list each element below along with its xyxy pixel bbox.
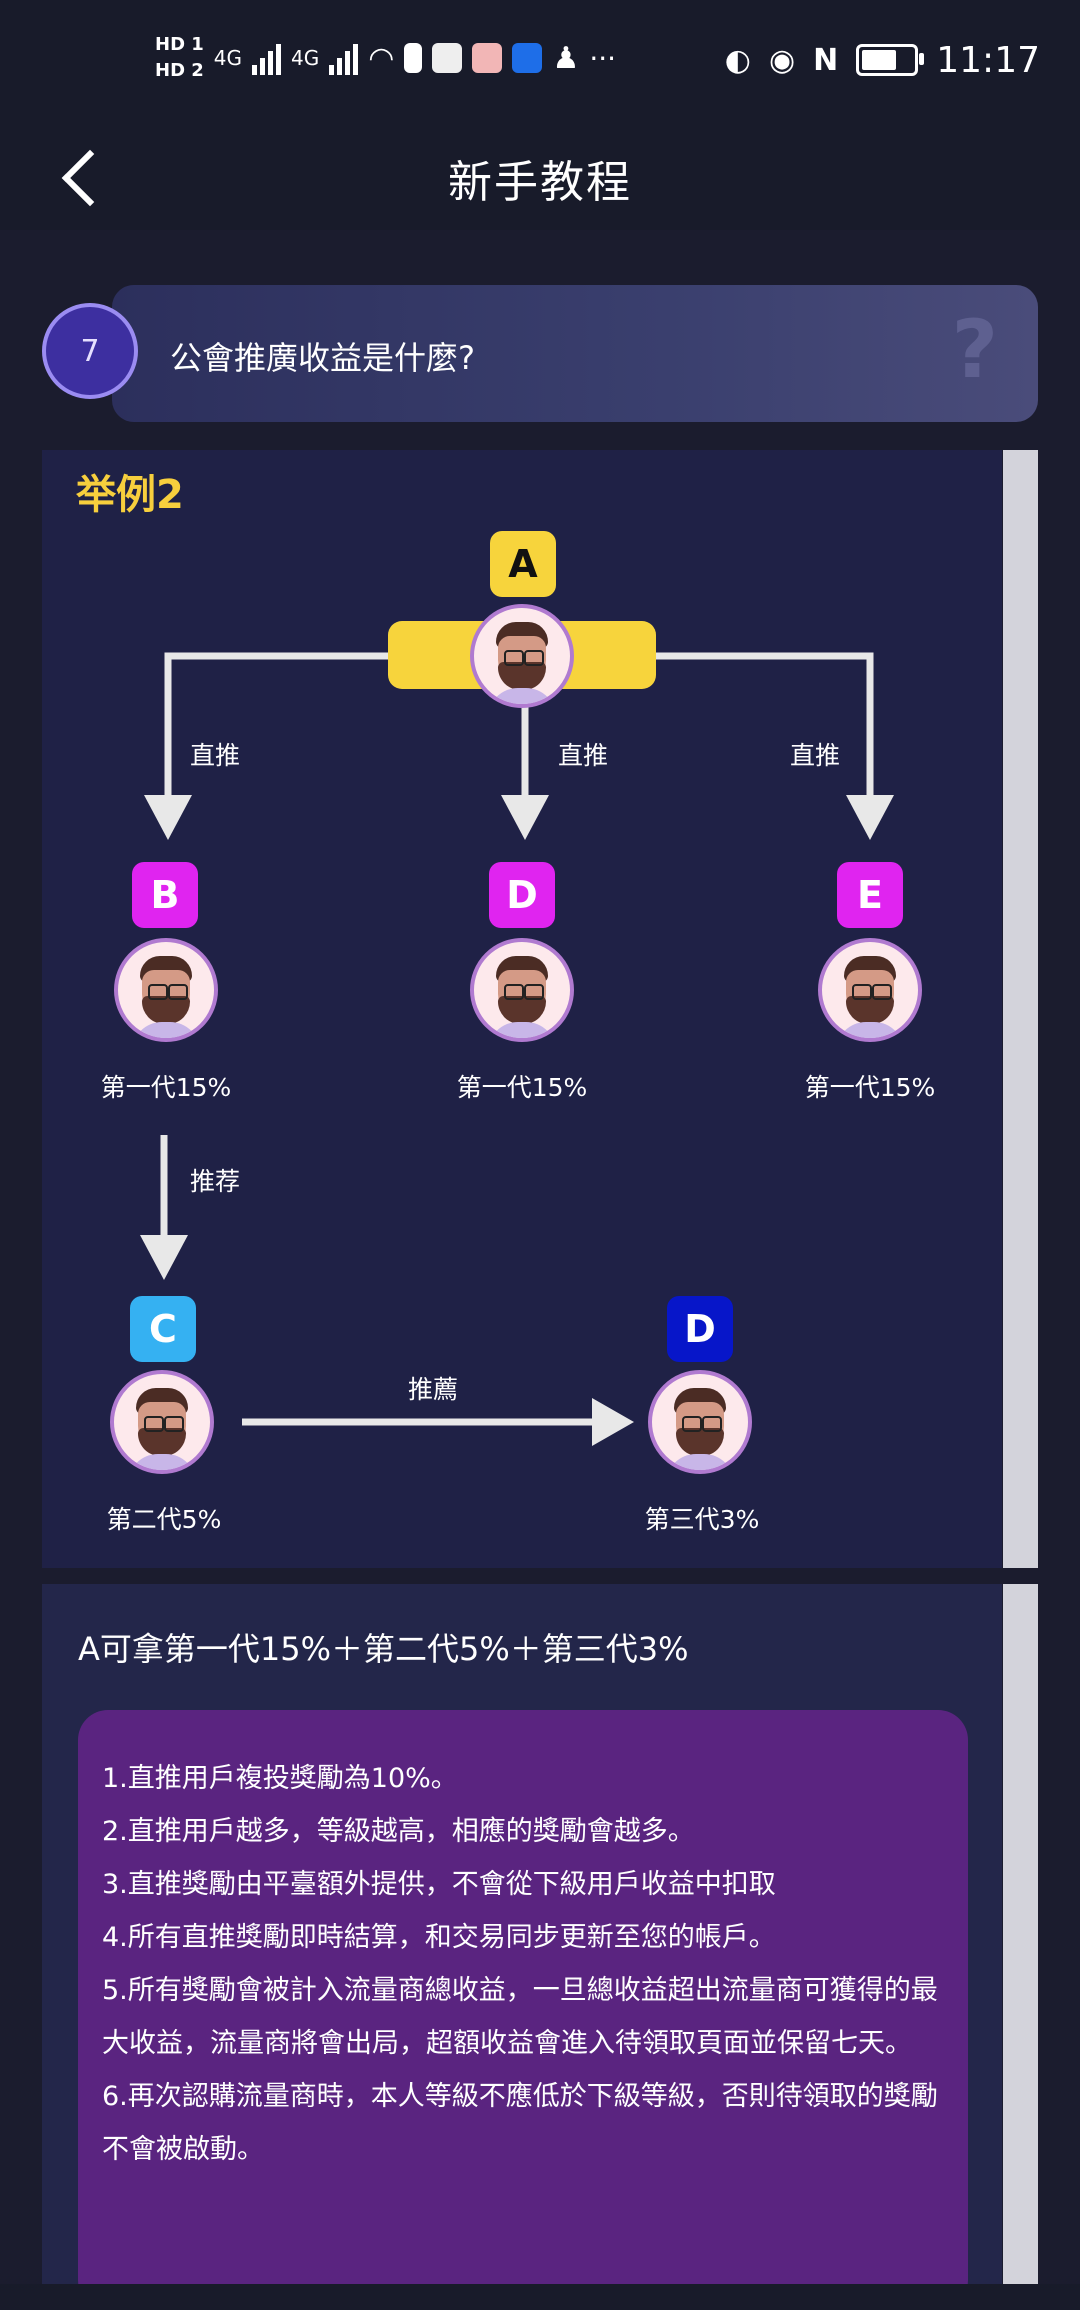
nfc-icon: N — [813, 42, 839, 78]
arrowhead-c — [140, 1235, 188, 1280]
rule-item: 6.再次認購流量商時，本人等級不應低於下級等級，否則待領取的獎勵不會被啟動。 — [102, 2081, 938, 2165]
info-panel: A可拿第一代15%＋第二代5%＋第三代3% 1.直推用戶複投獎勵為10%。 2.… — [42, 1584, 1002, 2310]
node-e-letter: E — [857, 873, 883, 917]
eye-comfort-icon: ◉ — [768, 42, 796, 78]
node-a-letter: A — [508, 542, 538, 586]
generation-label-d: 第一代15% — [456, 1073, 588, 1102]
sim-icon — [404, 43, 423, 73]
avatar — [470, 604, 574, 708]
avatar — [470, 938, 574, 1042]
rule-item: 4.所有直推獎勵即時結算，和交易同步更新至您的帳戶。 — [102, 1922, 776, 1953]
rule-item: 1.直推用戶複投獎勵為10%。 — [102, 1763, 458, 1794]
node-d2-badge: D — [667, 1296, 733, 1362]
question-card[interactable]: ? 7 公會推廣收益是什麼? — [42, 285, 1038, 422]
scrollbar[interactable] — [1003, 1584, 1038, 2284]
node-d-letter: D — [506, 873, 538, 917]
node-a-badge: A — [490, 531, 556, 597]
node-d-badge: D — [489, 862, 555, 928]
hd-indicator: HD 1 HD 2 — [155, 32, 204, 84]
page-title: 新手教程 — [448, 157, 632, 208]
edge-label-c-d2: 推薦 — [408, 1375, 459, 1404]
arrowhead-d — [501, 795, 549, 840]
app-notification-icon — [432, 43, 463, 73]
more-notifications-icon: ··· — [589, 41, 617, 75]
status-right-icons: ◐ ◉ N 11:17 — [725, 30, 1040, 90]
bottom-edge — [0, 2284, 1080, 2310]
generation-label-b: 第一代15% — [100, 1073, 232, 1102]
rule-item: 3.直推獎勵由平臺額外提供，不會從下級用戶收益中扣取 — [102, 1869, 776, 1900]
status-bar: HD 1 HD 2 4G 4G ◠ ♟ ··· ◐ ◉ N 11:17 — [0, 0, 1080, 120]
network-2-label: 4G — [291, 46, 320, 70]
avatar — [648, 1370, 752, 1474]
generation-label-d2: 第三代3% — [644, 1505, 760, 1534]
edge-a-b — [164, 652, 388, 800]
clock: 11:17 — [936, 39, 1040, 81]
example-title: 举例2 — [76, 472, 184, 518]
network-1-label: 4G — [213, 46, 243, 70]
node-d2-letter: D — [684, 1307, 716, 1351]
example-diagram: 举例2 A B D E C D 直推 直推 直推 推荐 推薦 第一代15% 第一… — [42, 450, 1002, 1568]
node-c-badge: C — [130, 1296, 196, 1362]
avatar — [818, 938, 922, 1042]
wifi-icon: ◠ — [368, 40, 395, 76]
edge-label-a-e: 直推 — [790, 741, 841, 770]
node-b-badge: B — [132, 862, 198, 928]
qq-icon: ♟ — [552, 40, 580, 76]
hd1-label: HD 1 — [155, 34, 204, 55]
edge-label-a-d: 直推 — [558, 741, 609, 770]
node-e-badge: E — [837, 862, 903, 928]
arrowhead-b — [144, 795, 192, 840]
node-b-letter: B — [150, 873, 180, 917]
question-mark-icon: ? — [951, 303, 998, 396]
edge-label-a-b: 直推 — [190, 741, 241, 770]
arrowhead-e — [846, 795, 894, 840]
data-saver-icon: ◐ — [724, 42, 751, 78]
generation-label-c: 第二代5% — [106, 1505, 222, 1534]
signal-1-icon — [252, 41, 282, 75]
question-number-badge: 7 — [42, 303, 138, 399]
edge-a-e — [656, 652, 874, 800]
lightbulb-icon — [512, 43, 543, 73]
node-c-letter: C — [149, 1307, 177, 1351]
nav-bar: 新手教程 — [0, 120, 1080, 230]
avatar — [114, 938, 218, 1042]
generation-label-e: 第一代15% — [804, 1073, 936, 1102]
battery-icon — [856, 44, 925, 76]
question-text: 公會推廣收益是什麼? — [170, 339, 475, 377]
arrowhead-d2 — [592, 1398, 634, 1446]
scrollbar[interactable] — [1003, 450, 1038, 1568]
edge-label-b-c: 推荐 — [190, 1167, 241, 1196]
rules-box: 1.直推用戶複投獎勵為10%。 2.直推用戶越多，等級越高，相應的獎勵會越多。 … — [78, 1710, 968, 2310]
status-left-icons: HD 1 HD 2 4G 4G ◠ ♟ ··· — [155, 28, 616, 88]
hd2-label: HD 2 — [155, 60, 204, 81]
reward-formula: A可拿第一代15%＋第二代5%＋第三代3% — [78, 1630, 689, 1668]
rules-list: 1.直推用戶複投獎勵為10%。 2.直推用戶越多，等級越高，相應的獎勵會越多。 … — [102, 1752, 952, 2176]
rule-item: 2.直推用戶越多，等級越高，相應的獎勵會越多。 — [102, 1816, 695, 1847]
avatar — [110, 1370, 214, 1474]
signal-2-icon — [329, 41, 359, 75]
rule-item: 5.所有獎勵會被計入流量商總收益，一旦總收益超出流量商可獲得的最大收益，流量商將… — [102, 1975, 938, 2059]
question-bar: ? — [112, 285, 1038, 422]
app-notification-icon — [472, 43, 503, 73]
